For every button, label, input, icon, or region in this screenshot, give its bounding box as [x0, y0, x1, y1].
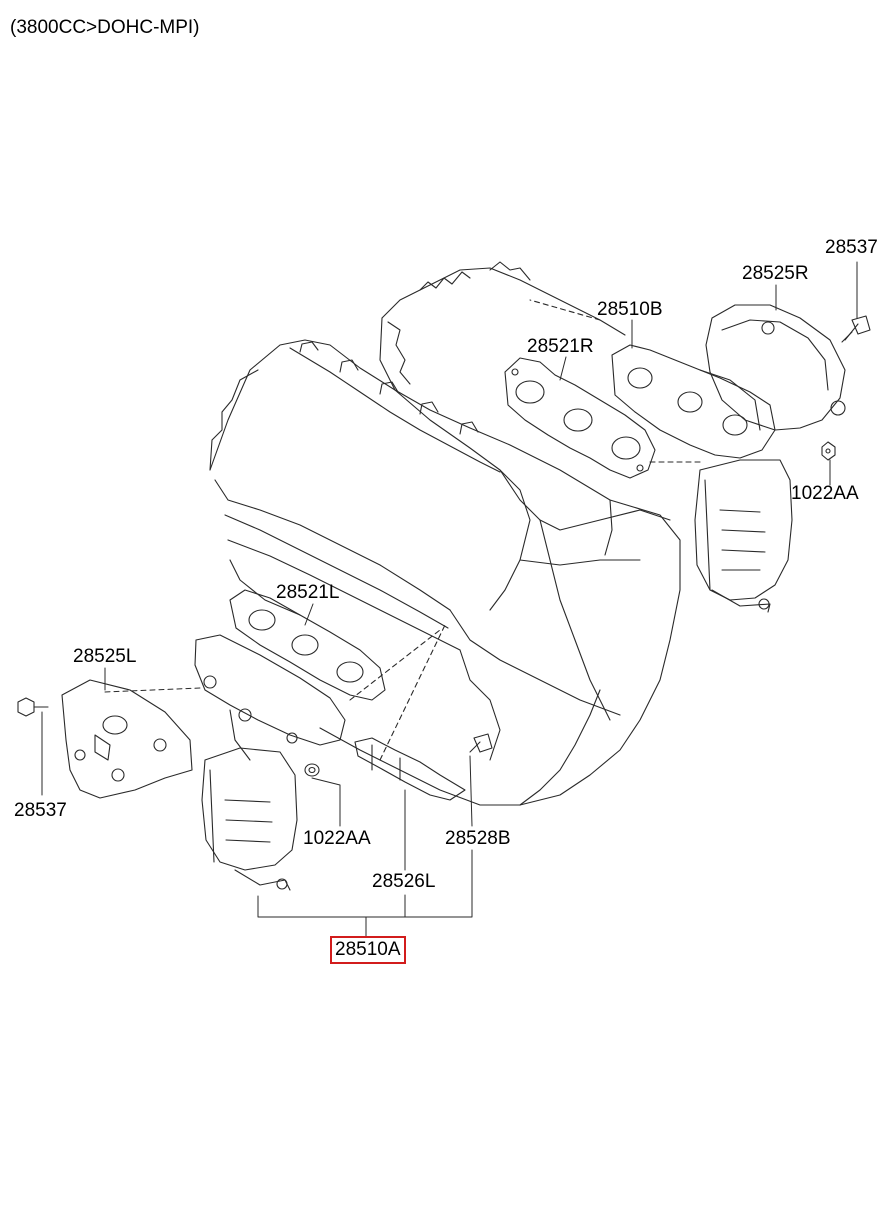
bolt-28537-right-drawing — [841, 315, 871, 343]
part-label-28525R[interactable]: 28525R — [742, 263, 809, 284]
heat-shield-28525L-drawing — [61, 679, 193, 799]
engine-block — [209, 261, 701, 806]
part-label-28510B[interactable]: 28510B — [597, 299, 663, 320]
catalytic-converter-left-drawing — [201, 747, 298, 891]
heat-protector-28526L-drawing — [354, 737, 466, 801]
bolt-28537-left-drawing — [17, 697, 49, 717]
part-label-28528B[interactable]: 28528B — [445, 828, 511, 849]
part-label-28521R[interactable]: 28521R — [527, 336, 594, 357]
part-label-28510A-assembly[interactable]: 28510A — [330, 936, 406, 964]
gasket-28521R-drawing — [504, 357, 656, 479]
part-label-28521L[interactable]: 28521L — [276, 582, 340, 603]
part-label-28525L[interactable]: 28525L — [73, 646, 137, 667]
bolt-28528B-drawing — [469, 733, 493, 753]
part-label-28537-right[interactable]: 28537 — [825, 237, 878, 258]
manifold-left-drawing — [194, 634, 346, 761]
part-label-28526L[interactable]: 28526L — [372, 871, 436, 892]
heat-shield-28525R-drawing — [705, 304, 846, 431]
part-label-28537-left[interactable]: 28537 — [14, 800, 67, 821]
manifold-28510B-drawing — [611, 344, 776, 459]
nut-1022AA-right-drawing — [821, 441, 836, 461]
gasket-28521L-drawing — [229, 589, 386, 701]
leader-lines — [41, 261, 858, 938]
catalytic-converter-right-drawing — [694, 459, 793, 613]
part-label-1022AA-right[interactable]: 1022AA — [791, 483, 859, 504]
engine-spec-title: (3800CC>DOHC-MPI) — [10, 17, 200, 38]
nut-1022AA-left-drawing — [304, 763, 320, 777]
part-label-1022AA-left[interactable]: 1022AA — [303, 828, 371, 849]
